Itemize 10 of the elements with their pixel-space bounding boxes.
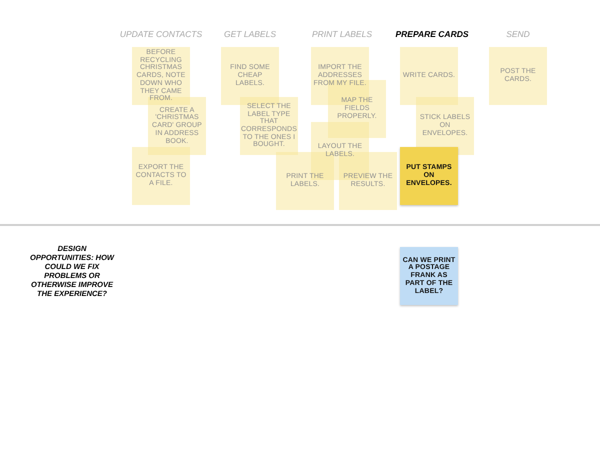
- sticky-note: [400, 47, 458, 105]
- sticky-note: [132, 147, 190, 205]
- sticky-note: [489, 47, 547, 105]
- opportunity-sticky-note: [400, 247, 458, 305]
- sticky-note: [240, 97, 298, 155]
- column-heading: UPDATE CONTACTS: [118, 29, 204, 39]
- active-column-heading: PREPARE CARDS: [394, 29, 470, 39]
- highlighted-sticky-note: [400, 147, 458, 205]
- sticky-note: [148, 97, 206, 155]
- sticky-note: [221, 47, 279, 105]
